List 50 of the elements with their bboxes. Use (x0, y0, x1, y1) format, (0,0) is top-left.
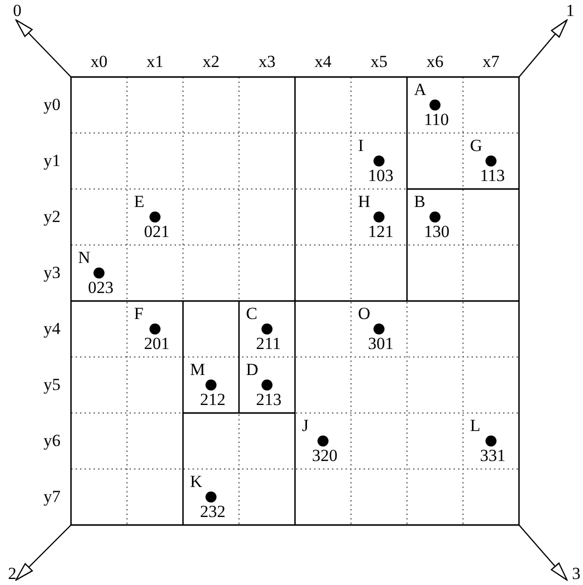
row-label: y2 (44, 208, 60, 226)
row-label: y3 (44, 264, 60, 282)
point-name: A (414, 81, 426, 99)
column-label: x2 (202, 53, 220, 71)
point-name: C (246, 305, 258, 323)
point-name: N (78, 249, 90, 267)
column-label: x3 (258, 53, 276, 71)
point-code: 113 (480, 167, 505, 185)
column-label: x4 (314, 53, 332, 71)
point-name: J (302, 417, 309, 435)
row-label: y7 (44, 488, 60, 506)
row-label: y1 (44, 152, 60, 170)
point-code: 320 (312, 447, 338, 465)
point-code: 121 (368, 223, 394, 241)
point-code: 110 (424, 111, 449, 129)
point-code: 331 (480, 447, 506, 465)
point-name: M (190, 361, 206, 379)
point-code: 212 (200, 391, 226, 409)
point-code: 301 (368, 335, 394, 353)
point-name: K (190, 473, 202, 491)
row-label: y0 (44, 96, 60, 114)
point-name: I (358, 137, 364, 155)
point-name: L (470, 417, 480, 435)
point-name: E (134, 193, 144, 211)
point-name: G (470, 137, 482, 155)
row-label: y4 (44, 320, 60, 338)
point-code: 021 (144, 223, 170, 241)
point-code: 211 (256, 335, 281, 353)
point-code: 023 (88, 279, 114, 297)
point-code: 232 (200, 503, 226, 521)
row-label: y6 (44, 432, 60, 450)
point-code: 130 (424, 223, 450, 241)
point-code: 103 (368, 167, 394, 185)
column-label: x5 (370, 53, 388, 71)
row-label: y5 (44, 376, 60, 394)
point-name: H (358, 193, 370, 211)
quadrant-number: 3 (572, 565, 580, 583)
column-label: x0 (90, 53, 108, 71)
column-label: x1 (146, 53, 164, 71)
quadrant-number: 2 (8, 565, 16, 583)
point-name: O (358, 305, 370, 323)
point-name: D (246, 361, 258, 379)
column-label: x7 (482, 53, 500, 71)
quadrant-number: 1 (566, 2, 574, 20)
quadrant-number: 0 (13, 2, 22, 20)
point-code: 201 (144, 335, 170, 353)
point-name: F (134, 305, 144, 323)
column-label: x6 (426, 53, 444, 71)
point-code: 213 (256, 391, 282, 409)
point-name: B (414, 193, 426, 211)
